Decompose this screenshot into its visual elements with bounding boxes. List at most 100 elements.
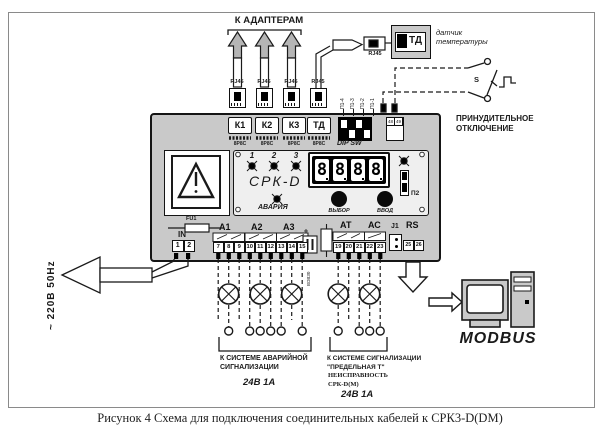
- limit-system-rating: 24В 1А: [341, 389, 374, 400]
- terminal-22: 22: [364, 242, 375, 253]
- rj45-pin-block: [261, 92, 268, 101]
- sensor-cable: [315, 45, 334, 88]
- p2-slide-switch: [400, 170, 409, 196]
- sensor-caption-line1: датчик: [436, 28, 463, 37]
- module-k2: К2: [255, 117, 279, 134]
- dip-toggle: [348, 130, 355, 138]
- fuse-label: FU1: [186, 216, 197, 222]
- rj45-label: RJ45: [257, 79, 271, 85]
- module-socket-type: 8Р8С: [287, 141, 301, 147]
- rj45-label: RJ45: [311, 79, 325, 85]
- display-digit: 8: [351, 159, 365, 181]
- terminal-21: 21: [354, 242, 365, 253]
- resistor-symbol: [320, 224, 333, 257]
- rj45-port: [256, 88, 273, 108]
- alarm-output-wires: [217, 259, 303, 327]
- jumper-pin: [394, 238, 398, 241]
- force-off-switch: [467, 57, 516, 103]
- alarm-led-label: АВАРИЯ: [258, 204, 288, 211]
- sensor-caption-line2: температуры: [436, 37, 488, 46]
- rj45-port: [229, 88, 246, 108]
- relay-group-a1-label: А1: [219, 222, 231, 232]
- modbus-arrows: [397, 261, 464, 313]
- rj45-contacts: [285, 103, 297, 106]
- sensor-connector: ТД: [395, 32, 426, 52]
- terminal-14: 14: [286, 242, 297, 253]
- sensor-name: ТД: [409, 35, 422, 46]
- led-icon: [246, 155, 410, 205]
- rj45-pin-block: [288, 92, 295, 101]
- terminal-12: 12: [265, 242, 276, 253]
- p1-pin-label: П1-3: [350, 98, 356, 109]
- relay-group-a3-label: А3: [283, 222, 295, 232]
- module-socket-type: 8Р8С: [260, 141, 274, 147]
- adapter-cable: [232, 57, 297, 88]
- adapter-arrow-icon: [227, 30, 302, 59]
- dip-toggle: [356, 120, 362, 128]
- p2-label: П2: [411, 190, 420, 197]
- terminal-13: 13: [276, 242, 287, 253]
- adapters-bracket: [227, 29, 302, 35]
- limit-output-wires: [337, 259, 381, 327]
- j1-jumper: [389, 234, 402, 251]
- warning-triangle-icon: [171, 155, 221, 209]
- computer-icon: [461, 271, 535, 328]
- p1-pin-stubs: [343, 109, 374, 116]
- display-digit: 8: [315, 159, 329, 181]
- temperature-sensor: ТД: [391, 25, 431, 59]
- relay-group-a2-label: А2: [251, 222, 263, 232]
- terminal-10: 10: [244, 242, 255, 253]
- figure-caption: Рисунок 4 Схема для подключения соединит…: [97, 411, 503, 425]
- pulse-icon: [499, 76, 516, 88]
- select-button-label: ВЫБОР: [328, 208, 350, 214]
- module-td: ТД: [307, 117, 331, 134]
- limit-system-line4: СРК-D(М): [328, 380, 359, 388]
- rj45-plug-label: RJ45: [368, 51, 382, 57]
- module-socket-type: 8Р8С: [233, 141, 247, 147]
- relay-contact-symbol: [212, 231, 386, 242]
- dip-switch-label: DIP SW: [337, 140, 362, 147]
- enter-button-label: ВВОД: [377, 208, 393, 214]
- aux-terminal-48-49: 48 49: [386, 117, 404, 141]
- channel-led-number: 1: [249, 151, 255, 160]
- rs-label: RS: [406, 220, 419, 230]
- model-name: СРК-D: [249, 173, 302, 189]
- p1-pin-label: П1-1: [370, 98, 376, 109]
- terminal-20: 20: [343, 242, 354, 253]
- modbus-label: MODBUS: [459, 330, 537, 347]
- wire-terminal: [223, 326, 385, 336]
- power-in-label: IN: [178, 230, 186, 239]
- wire-designator: ВОВ30: [306, 271, 311, 286]
- terminal-7: 7: [213, 242, 224, 253]
- jumper-pin: [394, 244, 398, 248]
- module-k1: К1: [228, 117, 252, 134]
- force-off-pin: [380, 103, 387, 113]
- rj45-contacts: [312, 103, 324, 106]
- module-k3: К3: [282, 117, 306, 134]
- display-background: 8 8 8 8: [312, 156, 386, 184]
- dip-switch: [338, 117, 372, 141]
- seven-segment-display: 8 8 8 8: [308, 152, 390, 188]
- dip-toggle: [363, 130, 370, 138]
- terminal-25: 25: [403, 240, 414, 251]
- ac-group-label: АС: [368, 220, 381, 230]
- sensor-pin-block: [397, 34, 407, 48]
- switch-s-label: S: [474, 75, 480, 84]
- select-button: [331, 191, 347, 207]
- terminal-15: 15: [297, 242, 308, 253]
- force-off-label-line1: ПРИНУДИТЕЛЬНОЕ: [456, 114, 534, 123]
- rj45-contacts: [258, 103, 270, 106]
- rj45-label: RJ45: [284, 79, 298, 85]
- rj45-label: RJ45: [230, 79, 244, 85]
- alarm-system-line1: К СИСТЕМЕ АВАРИЙНОЙ: [220, 355, 308, 362]
- channel-led-number: 2: [271, 151, 277, 160]
- terminal-11: 11: [255, 242, 266, 253]
- rj45-port: [283, 88, 300, 108]
- p2-position: [401, 172, 407, 180]
- terminal-8: 8: [223, 242, 234, 253]
- terminal-9: 9: [234, 242, 245, 253]
- terminal-23: 23: [375, 242, 386, 253]
- p1-pin-label: П1-2: [360, 98, 366, 109]
